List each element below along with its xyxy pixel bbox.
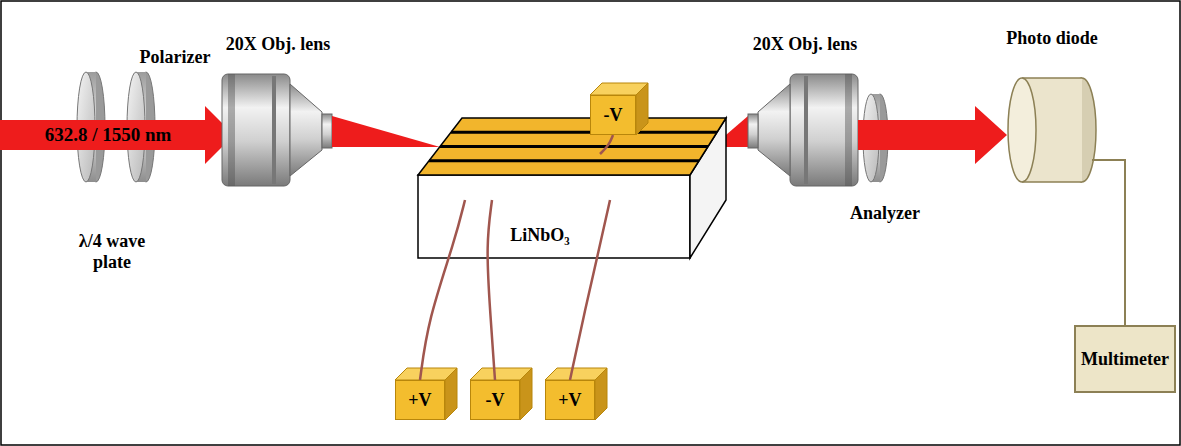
laser-beam-arrow <box>858 106 1007 164</box>
component-label: 20X Obj. lens <box>753 34 858 55</box>
lithium-niobate-crystal: LiNbO₃ <box>418 118 726 258</box>
multimeter-box: Multimeter <box>1074 325 1176 393</box>
component-label: Polarizer <box>140 47 211 68</box>
terminal-block <box>395 83 648 420</box>
node-text: Multimeter <box>1081 349 1169 370</box>
component-label: Analyzer <box>850 203 920 224</box>
voltage-terminal: +V <box>545 380 595 420</box>
focused-beam <box>332 116 440 147</box>
photodiode-body <box>1008 78 1114 182</box>
signal-wire <box>1105 160 1125 325</box>
component-label: 20X Obj. lens <box>226 34 331 55</box>
crystal-body <box>418 118 726 258</box>
electrode-wire <box>570 200 610 380</box>
electrode-wire <box>600 135 613 154</box>
node-text: -V <box>486 390 505 411</box>
node-text: +V <box>558 390 581 411</box>
node-text: +V <box>408 390 431 411</box>
electrode-wire <box>488 200 495 380</box>
node-text: LiNbO₃ <box>510 225 569 246</box>
node-text: Photo diode <box>1006 28 1098 49</box>
electrode-wire <box>420 200 465 380</box>
voltage-terminal: -V <box>470 380 520 420</box>
wavelength-label: 632.8 / 1550 nm <box>45 124 172 146</box>
voltage-terminal: +V <box>395 380 445 420</box>
photo-diode: Photo diode <box>999 28 1105 190</box>
node-text: -V <box>604 105 623 126</box>
voltage-terminal: -V <box>590 95 636 135</box>
component-label: λ/4 wave plate <box>62 231 162 272</box>
laser-beam-arrow <box>0 106 234 164</box>
objective-lens <box>748 74 858 186</box>
objective-lens <box>222 74 332 186</box>
